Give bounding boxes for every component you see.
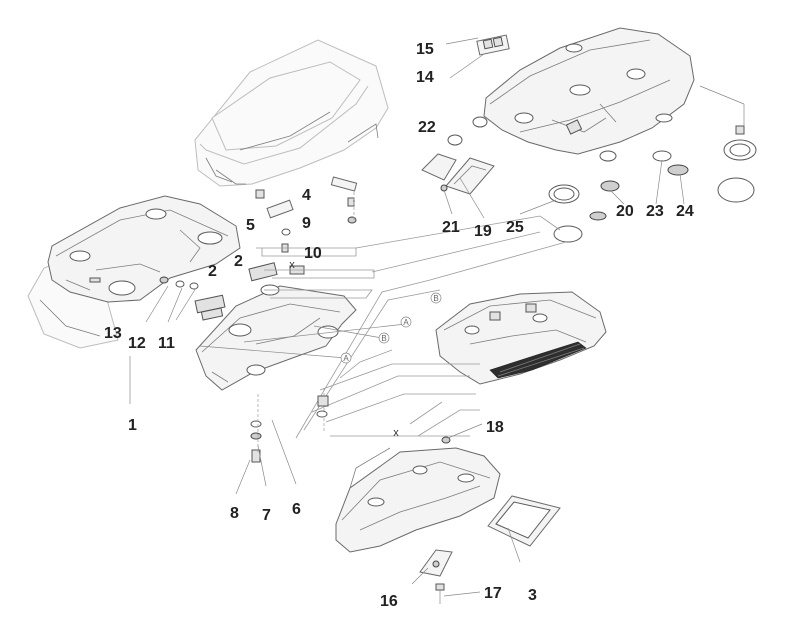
- x-mark-bottom: x: [393, 427, 399, 439]
- svg-text:A: A: [403, 318, 409, 327]
- svg-text:B: B: [381, 334, 386, 343]
- ghost-body-left: [27, 261, 119, 349]
- part-2-center-panel: [194, 262, 357, 391]
- callout-10: 10: [304, 245, 322, 262]
- reference-markers: A B A B x x: [289, 259, 442, 439]
- callout-21: 21: [442, 219, 460, 236]
- callout-1: 1: [128, 417, 137, 434]
- ghost-body-top-center: [194, 39, 389, 187]
- parts-20-25-rings: [548, 125, 757, 243]
- callout-24: 24: [676, 203, 694, 220]
- ref-a-right: A: [400, 316, 412, 328]
- ref-a-left: A: [340, 352, 352, 364]
- callout-22: 22: [418, 119, 436, 136]
- callout-9: 9: [302, 215, 311, 232]
- upper-right-housing: [483, 27, 695, 155]
- part-3-gasket: [487, 495, 561, 547]
- callout-5: 5: [246, 217, 255, 234]
- parts-11-13-grommets: [159, 276, 199, 290]
- callout-18: 18: [486, 419, 504, 436]
- callout-leader-lines: [129, 37, 745, 597]
- ref-b-left: B: [378, 332, 390, 344]
- callout-4: 4: [302, 187, 311, 204]
- callout-11: 11: [158, 335, 175, 352]
- callout-8: 8: [230, 505, 239, 522]
- callout-2-right: 2: [208, 263, 217, 280]
- ref-b-right: B: [430, 292, 442, 304]
- callout-7: 7: [262, 507, 271, 524]
- callout-13: 13: [104, 325, 122, 342]
- callout-12: 12: [128, 335, 146, 352]
- assembly-guide-lines: [199, 192, 567, 452]
- parts-16-18: [419, 436, 453, 604]
- callout-15: 15: [416, 41, 434, 58]
- callout-14: 14: [416, 69, 434, 86]
- svg-text:B: B: [433, 294, 438, 303]
- callout-2-left: 2: [234, 253, 243, 270]
- center-right-tray: [435, 291, 607, 385]
- callout-6: 6: [292, 501, 301, 518]
- callout-20: 20: [616, 203, 634, 220]
- parts-19-21-22: [421, 116, 495, 195]
- parts-6-8-fasteners: [250, 420, 262, 463]
- callout-19: 19: [474, 223, 492, 240]
- callout-16: 16: [380, 593, 398, 610]
- callout-3: 3: [528, 587, 537, 604]
- x-mark-top: x: [289, 259, 295, 271]
- svg-text:A: A: [343, 354, 349, 363]
- parts-14-15-switch: [476, 34, 510, 56]
- part-1-left-panel: [47, 195, 241, 303]
- callout-labels: 1 2 2 3 4 5 6 7 8 9 10 11 12 13 14 15 16…: [104, 41, 694, 610]
- bottom-center-tray: [335, 447, 501, 553]
- callout-17: 17: [484, 585, 502, 602]
- callout-25: 25: [506, 219, 524, 236]
- callout-23: 23: [646, 203, 664, 220]
